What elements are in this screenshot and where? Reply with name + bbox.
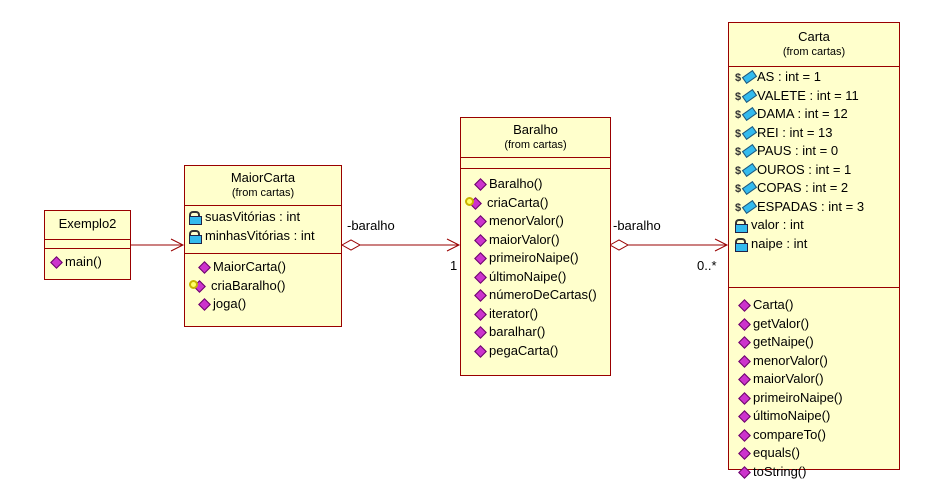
operation-row[interactable]: toString(): [737, 463, 899, 482]
maiorcarta-multiplicity-label: 1: [450, 258, 458, 273]
attribute-row[interactable]: $AS : int = 1: [735, 69, 821, 85]
maiorcarta-role-label: -baralho: [347, 218, 395, 233]
class-baralho-package: (from cartas): [504, 139, 567, 151]
attribute-row[interactable]: minhasVitórias : int: [189, 227, 341, 246]
public-method-icon: [197, 297, 213, 311]
operation-row[interactable]: maiorValor(): [473, 231, 610, 250]
attribute-row[interactable]: $PAUS : int = 0: [735, 143, 839, 159]
public-method-icon: [473, 270, 489, 284]
operation-row[interactable]: getValor(): [737, 315, 899, 334]
operation-row[interactable]: compareTo(): [737, 426, 899, 445]
attribute-row[interactable]: suasVitórias : int: [189, 208, 341, 227]
public-method-icon: [473, 251, 489, 265]
static-attribute-icon: $: [735, 89, 757, 103]
exemplo2-maiorcarta-arrowhead: [170, 238, 185, 252]
maiorcarta-aggregation-diamond: [340, 239, 362, 251]
private-attribute-icon: [189, 229, 205, 244]
attribute-row[interactable]: $VALETE : int = 11: [735, 87, 859, 103]
public-method-icon: [737, 409, 753, 423]
operation-row[interactable]: númeroDeCartas(): [473, 286, 610, 305]
attribute-row[interactable]: $DAMA : int = 12: [735, 106, 848, 122]
public-method-icon: [49, 255, 65, 269]
operation-row[interactable]: getNaipe(): [737, 333, 899, 352]
public-method-icon: [737, 372, 753, 386]
public-method-icon: [473, 344, 489, 358]
class-maiorcarta-name: MaiorCarta: [230, 170, 296, 185]
attribute-row[interactable]: valor : int: [735, 216, 899, 235]
private-attribute-icon: [735, 237, 751, 252]
public-method-icon: [197, 260, 213, 274]
class-baralho[interactable]: Baralho (from cartas) Baralho() criaCart…: [460, 117, 611, 376]
static-attribute-icon: $: [735, 163, 757, 177]
public-method-icon: [473, 233, 489, 247]
public-method-icon: [473, 325, 489, 339]
operation-row[interactable]: menorValor(): [473, 212, 610, 231]
attribute-row[interactable]: $OUROS : int = 1: [735, 161, 852, 177]
operation-row[interactable]: criaCarta(): [465, 194, 610, 213]
class-carta[interactable]: Carta (from cartas) $AS : int = 1 $VALET…: [728, 22, 900, 479]
operation-row[interactable]: últimoNaipe(): [473, 268, 610, 287]
static-attribute-icon: $: [735, 126, 757, 140]
static-attribute-icon: $: [735, 200, 757, 214]
operation-row[interactable]: main(): [49, 253, 130, 272]
attribute-row[interactable]: $ESPADAS : int = 3: [735, 198, 865, 214]
public-method-icon: [473, 177, 489, 191]
public-method-icon: [473, 214, 489, 228]
class-carta-name: Carta: [798, 29, 830, 44]
baralho-role-label: -baralho: [613, 218, 661, 233]
public-method-icon: [737, 446, 753, 460]
public-method-icon: [737, 317, 753, 331]
operation-row[interactable]: MaiorCarta(): [197, 258, 341, 277]
public-method-icon: [737, 391, 753, 405]
operation-row[interactable]: menorValor(): [737, 352, 899, 371]
maiorcarta-baralho-arrowhead: [446, 238, 461, 252]
protected-method-key-icon: [465, 196, 487, 210]
class-exemplo2[interactable]: Exemplo2 main(): [44, 210, 131, 280]
private-attribute-icon: [735, 218, 751, 234]
class-maiorcarta-package: (from cartas): [231, 187, 295, 199]
attribute-row[interactable]: $REI : int = 13: [735, 124, 833, 140]
public-method-icon: [737, 465, 753, 479]
static-attribute-icon: $: [735, 144, 757, 158]
static-attribute-icon: $: [735, 181, 757, 195]
class-carta-package: (from cartas): [782, 46, 846, 58]
public-method-icon: [737, 298, 753, 312]
operation-row[interactable]: primeiroNaipe(): [737, 389, 899, 408]
baralho-aggregation-diamond: [608, 239, 630, 251]
protected-method-key-icon: [189, 279, 211, 293]
operation-row[interactable]: maiorValor(): [737, 370, 899, 389]
class-maiorcarta[interactable]: MaiorCarta (from cartas) suasVitórias : …: [184, 165, 342, 327]
class-baralho-name: Baralho: [513, 122, 558, 137]
carta-multiplicity-label: 0..*: [697, 258, 717, 273]
public-method-icon: [473, 307, 489, 321]
operation-row[interactable]: criaBaralho(): [189, 277, 341, 296]
static-attribute-icon: $: [735, 70, 757, 84]
public-method-icon: [737, 354, 753, 368]
operation-row[interactable]: joga(): [197, 295, 341, 314]
operation-row[interactable]: iterator(): [473, 305, 610, 324]
operation-row[interactable]: baralhar(): [473, 323, 610, 342]
operation-row[interactable]: Baralho(): [473, 175, 610, 194]
public-method-icon: [737, 428, 753, 442]
operation-row[interactable]: Carta(): [737, 296, 899, 315]
operation-row[interactable]: primeiroNaipe(): [473, 249, 610, 268]
public-method-icon: [737, 335, 753, 349]
operation-row[interactable]: equals(): [737, 444, 899, 463]
static-attribute-icon: $: [735, 107, 757, 121]
baralho-carta-arrowhead: [714, 238, 729, 252]
class-exemplo2-name: Exemplo2: [58, 216, 117, 231]
attribute-row[interactable]: naipe : int: [735, 235, 899, 254]
attribute-row[interactable]: $COPAS : int = 2: [735, 180, 849, 196]
operation-row[interactable]: últimoNaipe(): [737, 407, 899, 426]
public-method-icon: [473, 288, 489, 302]
private-attribute-icon: [189, 210, 205, 226]
operation-row[interactable]: pegaCarta(): [473, 342, 610, 361]
